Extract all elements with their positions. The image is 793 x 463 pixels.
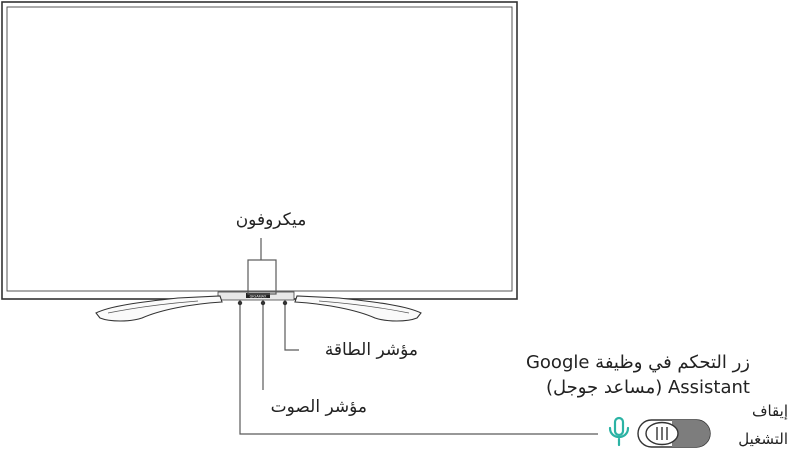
microphone-label: ميكروفون bbox=[235, 210, 307, 230]
brand-mark: GIGAMAX bbox=[250, 294, 267, 298]
toggle-switch-icon bbox=[637, 419, 711, 448]
tv-screen-outer bbox=[1, 1, 518, 300]
switch-leader bbox=[239, 300, 598, 435]
microphone-callout-box bbox=[247, 259, 277, 295]
switch-off-label: إيقاف bbox=[751, 402, 788, 420]
sound-indicator-label: مؤشر الصوت bbox=[270, 397, 367, 417]
stand-left-detail bbox=[107, 300, 199, 314]
tv-screen-inner bbox=[6, 6, 513, 292]
switch-on-label: التشغيل bbox=[738, 430, 788, 448]
brand-plate bbox=[246, 293, 270, 298]
power-indicator-label: مؤشر الطاقة bbox=[324, 340, 418, 360]
stand-right bbox=[294, 295, 422, 322]
stand-right-detail bbox=[318, 300, 410, 314]
sound-indicator-dot bbox=[260, 300, 266, 306]
microphone-icon bbox=[608, 416, 630, 447]
stand-left bbox=[95, 295, 223, 322]
google-assistant-label-line1: زر التحكم في وظيفة Google bbox=[525, 352, 750, 373]
google-assistant-label-line2: Assistant (مساعد جوجل) bbox=[545, 377, 750, 398]
power-indicator-dot bbox=[282, 300, 288, 306]
switch-leader-dot bbox=[237, 300, 243, 306]
power-indicator-leader bbox=[284, 300, 299, 351]
